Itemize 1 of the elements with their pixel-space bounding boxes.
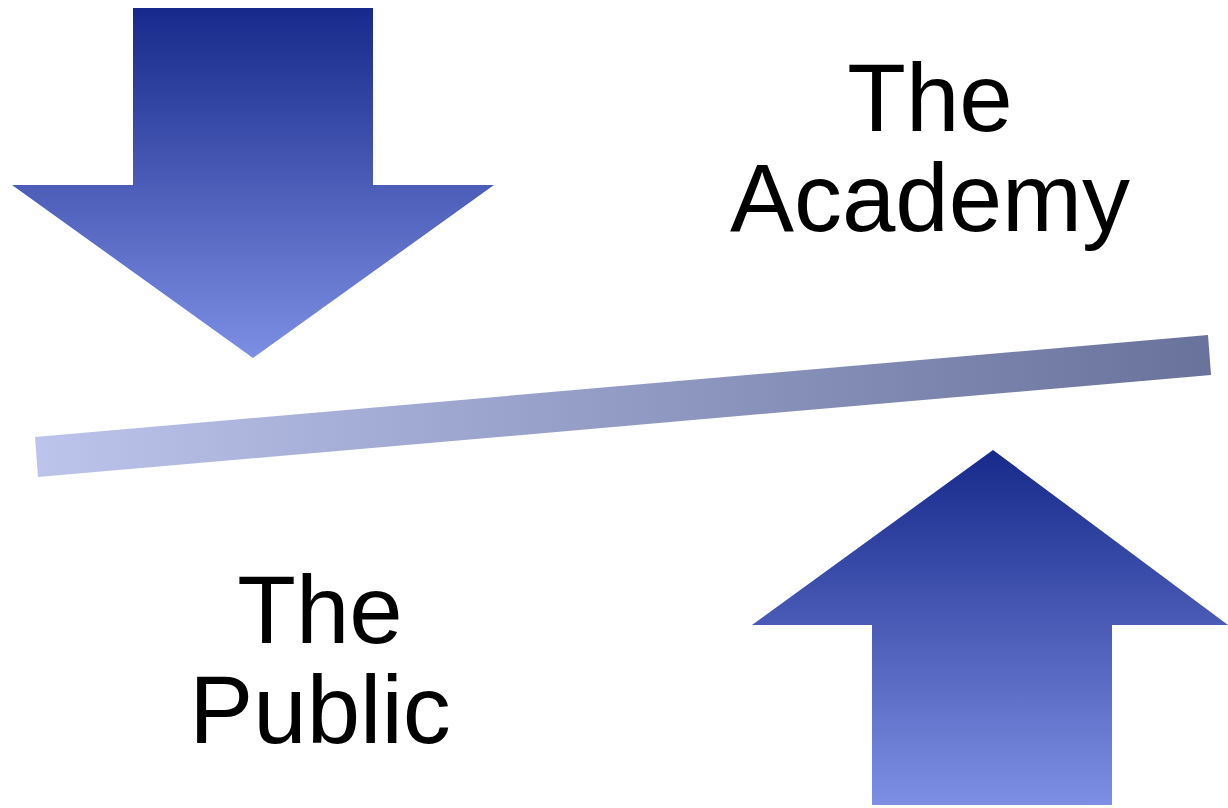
group-label: The Public [188, 560, 452, 760]
